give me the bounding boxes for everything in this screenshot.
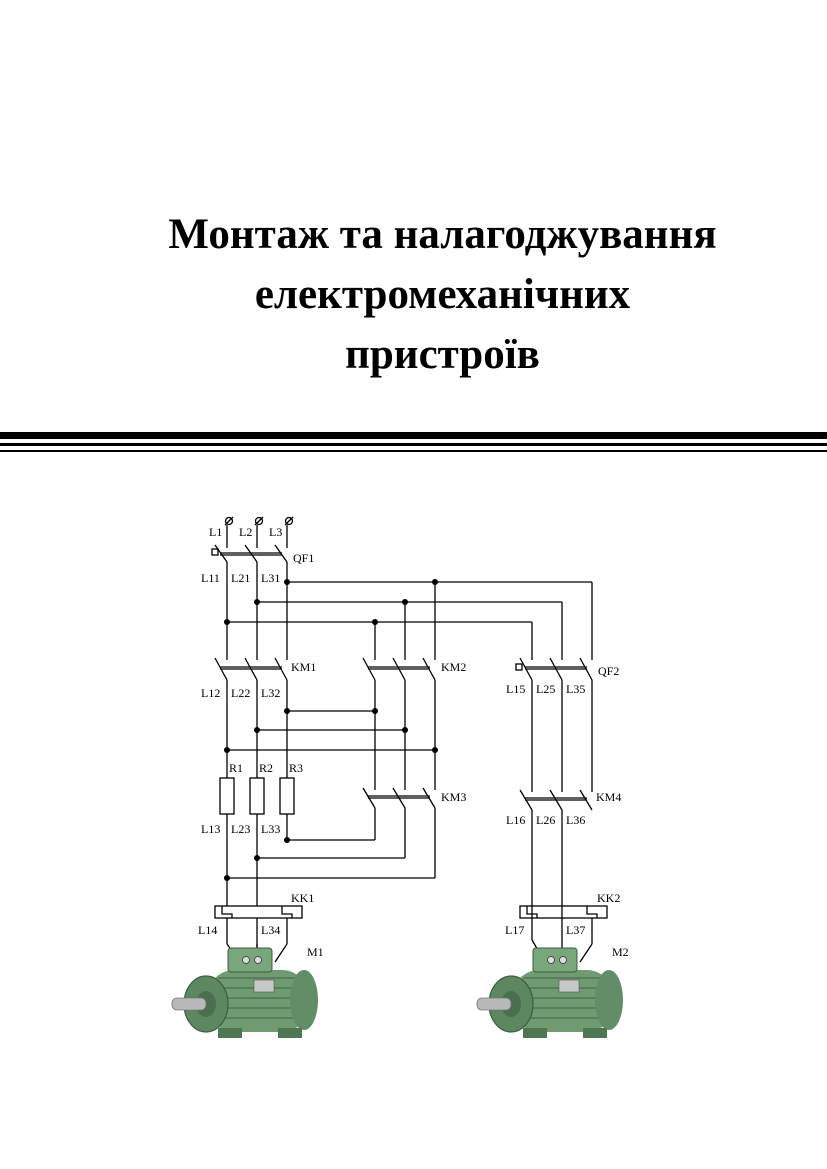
label-km1: KM1 <box>291 660 316 674</box>
label-l17: L17 <box>505 923 524 937</box>
label-r1: R1 <box>229 761 243 775</box>
label-l35: L35 <box>566 682 585 696</box>
label-kk2: KK2 <box>597 891 620 905</box>
rule-medium <box>0 443 827 446</box>
motor-m2-illustration <box>476 947 624 1039</box>
motor-m1-illustration <box>171 947 319 1039</box>
label-l16: L16 <box>506 813 525 827</box>
label-l2: L2 <box>239 525 252 539</box>
label-l3: L3 <box>269 525 282 539</box>
label-l31: L31 <box>261 571 280 585</box>
label-l13: L13 <box>201 822 220 836</box>
label-r2: R2 <box>259 761 273 775</box>
label-km2: KM2 <box>441 660 466 674</box>
title-line-2: електромеханічних <box>254 271 631 318</box>
rule-thin <box>0 450 827 452</box>
label-l33: L33 <box>261 822 280 836</box>
label-l34: L34 <box>261 923 280 937</box>
label-kk1: KK1 <box>291 891 314 905</box>
label-l36: L36 <box>566 813 585 827</box>
label-l25: L25 <box>536 682 555 696</box>
label-qf2: QF2 <box>598 664 619 678</box>
label-l12: L12 <box>201 686 220 700</box>
label-m2: M2 <box>612 945 629 959</box>
label-l1: L1 <box>209 525 222 539</box>
label-l37: L37 <box>566 923 585 937</box>
label-km4: KM4 <box>596 790 621 804</box>
label-l26: L26 <box>536 813 555 827</box>
label-l22: L22 <box>231 686 250 700</box>
label-m1: M1 <box>307 945 324 959</box>
title-line-3: пристроїв <box>345 331 540 378</box>
label-l23: L23 <box>231 822 250 836</box>
label-l21: L21 <box>231 571 250 585</box>
title-line-1: Монтаж та налагоджування <box>168 211 717 258</box>
label-l32: L32 <box>261 686 280 700</box>
cover-title: Монтаж та налагоджування електромеханічн… <box>0 205 827 385</box>
label-l15: L15 <box>506 682 525 696</box>
label-l11: L11 <box>201 571 220 585</box>
label-r3: R3 <box>289 761 303 775</box>
label-qf1: QF1 <box>293 551 314 565</box>
label-l14: L14 <box>198 923 217 937</box>
label-km3: KM3 <box>441 790 466 804</box>
rule-thick <box>0 432 827 439</box>
decorative-rules <box>0 432 827 452</box>
